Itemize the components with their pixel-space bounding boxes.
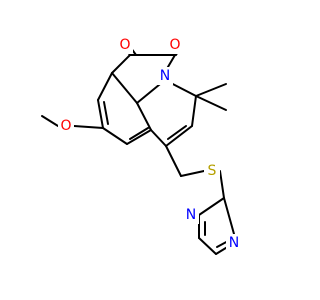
bond-19 xyxy=(191,95,197,127)
atom-n-pyrimidine-top-label: N xyxy=(186,207,196,223)
atom-n-ring-label: N xyxy=(160,68,170,84)
atom-o-top-left: O xyxy=(117,36,133,54)
bond-29 xyxy=(223,197,235,235)
bond-14 xyxy=(103,101,109,125)
bond-27 xyxy=(219,170,225,199)
bond-31 xyxy=(198,237,217,255)
bond-11 xyxy=(102,127,128,145)
bond-15 xyxy=(129,127,149,140)
bond-20 xyxy=(165,125,193,147)
bond-13 xyxy=(136,102,152,131)
bond-23 xyxy=(195,83,227,97)
bond-17 xyxy=(41,115,59,127)
atom-n-ring: N xyxy=(157,67,173,85)
bond-21 xyxy=(150,129,167,147)
atom-s-thioether: S xyxy=(204,162,220,180)
bond-16 xyxy=(73,125,104,129)
bond-10 xyxy=(97,99,104,129)
atom-o-top-right: O xyxy=(167,36,183,54)
atom-o-top-left-label: O xyxy=(119,37,130,53)
atom-s-thioether-label: S xyxy=(208,163,217,179)
bond-24 xyxy=(195,95,227,111)
bond-5 xyxy=(111,54,131,74)
atom-n-pyrimidine-right: N xyxy=(226,234,242,252)
bond-12 xyxy=(126,129,152,145)
bond-25 xyxy=(165,145,182,177)
atom-n-pyrimidine-right-label: N xyxy=(229,235,239,251)
molecule-structure: O O N O S N N xyxy=(41,36,242,255)
atom-o-methoxy: O xyxy=(58,117,74,135)
atom-o-top-right-label: O xyxy=(169,37,180,53)
bond-28 xyxy=(198,197,225,216)
bond-7 xyxy=(111,72,138,104)
bond-9 xyxy=(97,72,113,101)
bond-26 xyxy=(180,170,205,177)
atom-n-pyrimidine-top: N xyxy=(183,206,199,224)
bond-22 xyxy=(167,125,187,140)
atom-o-methoxy-label: O xyxy=(60,118,71,134)
bond-layer xyxy=(41,47,235,255)
atom-label-layer: O O N O S N N xyxy=(58,36,242,252)
